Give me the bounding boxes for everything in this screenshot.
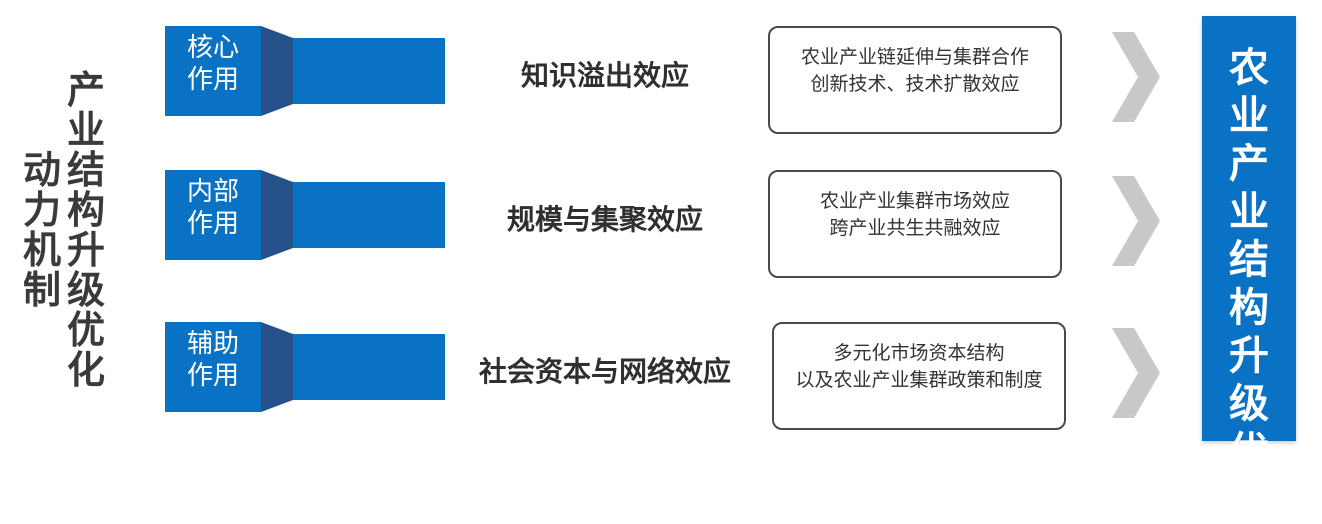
chevron-right-icon [1112, 328, 1160, 418]
badge-label: 辅助 作用 [186, 329, 239, 391]
description-text: 农业产业集群市场效应 跨产业共生共融效应 [819, 190, 1010, 239]
chevron-right-icon [1112, 176, 1160, 266]
badge-internal: 内部 作用 [165, 170, 445, 260]
mechanism-row-auxiliary: 辅助 作用 社会资本与网络效应 多元化市场资本结构 以及农业产业集群政策和制度 [0, 322, 1322, 432]
description-box: 农业产业链延伸与集群合作 创新技术、技术扩散效应 [768, 26, 1062, 134]
badge-core: 核心 作用 [165, 26, 445, 116]
badge-label: 核心 作用 [186, 33, 239, 95]
effect-label: 知识溢出效应 [520, 59, 689, 92]
description-box: 多元化市场资本结构 以及农业产业集群政策和制度 [772, 322, 1066, 430]
chevron-right-icon [1112, 32, 1160, 122]
mechanism-row-core: 核心 作用 知识溢出效应 农业产业链延伸与集群合作 创新技术、技术扩散效应 [0, 26, 1322, 136]
arrow-shape [165, 322, 445, 412]
description-text: 多元化市场资本结构 以及农业产业集群政策和制度 [795, 342, 1043, 391]
title-structure-upgrade: 产业结构升级优化 [66, 68, 105, 392]
effect-label: 规模与集聚效应 [506, 203, 703, 236]
badge-auxiliary: 辅助 作用 [165, 322, 445, 412]
title-dynamic-mechanism: 动力机制 [22, 148, 61, 312]
effect-label: 社会资本与网络效应 [478, 355, 731, 388]
badge-label: 内部 作用 [186, 177, 239, 239]
arrow-shape [165, 170, 445, 260]
arrow-shape [165, 26, 445, 116]
description-box: 农业产业集群市场效应 跨产业共生共融效应 [768, 170, 1062, 278]
description-text: 农业产业链延伸与集群合作 创新技术、技术扩散效应 [800, 46, 1029, 95]
result-text: 农业产业结构升级优化 [1229, 45, 1269, 523]
mechanism-row-internal: 内部 作用 规模与集聚效应 农业产业集群市场效应 跨产业共生共融效应 [0, 170, 1322, 280]
result-box: 农业产业结构升级优化 [1202, 16, 1296, 523]
